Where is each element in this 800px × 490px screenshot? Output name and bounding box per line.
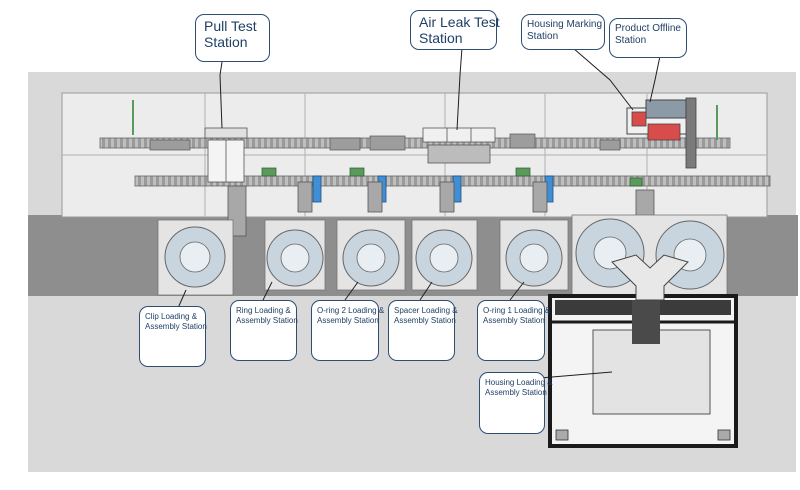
sensor-modules: [261, 167, 643, 187]
callout-line: Station: [204, 34, 248, 51]
callout-line: Station: [615, 34, 647, 46]
callout-clip-loading: Clip Loading & Assembly Station: [139, 306, 207, 367]
callout-line: Ring Loading &: [236, 306, 291, 315]
callout-line: Assembly Station: [394, 316, 456, 326]
callout-line: Housing Marking: [527, 19, 603, 30]
callout-air-leak: Air Leak Test Station: [410, 10, 500, 50]
housing-loading-frame: [548, 294, 738, 448]
callout-housing-loading: Housing Loading & Assembly Station: [479, 372, 553, 434]
callout-pull-test: Pull Test Station: [195, 14, 270, 62]
callout-line: Spacer Loading &: [394, 306, 458, 315]
callout-ring-loading: Ring Loading & Assembly Station: [230, 300, 298, 361]
top-conveyor: [99, 137, 731, 149]
rods: [132, 100, 718, 140]
callout-line: Product Offline: [615, 23, 681, 34]
pull-test-unit: [204, 127, 248, 183]
callout-line: Pull Test: [204, 18, 257, 34]
air-leak-unit: [422, 127, 496, 164]
callout-line: Air Leak Test: [419, 14, 500, 30]
leader-lines: [177, 47, 661, 379]
callout-line: Assembly Station: [483, 316, 545, 326]
callout-oring2-loading: O-ring 2 Loading & Assembly Station: [311, 300, 385, 361]
y-chute: [611, 254, 689, 301]
callout-housing-marking: Housing Marking Station: [521, 14, 605, 50]
callout-line: Assembly Station: [236, 316, 298, 326]
callout-line: Assembly Station: [317, 316, 379, 326]
marking-unit: [626, 97, 697, 169]
callout-product-offline: Product Offline Station: [609, 18, 687, 58]
callout-line: O-ring 1 Loading &: [483, 306, 551, 315]
top-mechanisms: [149, 133, 621, 151]
callout-line: O-ring 2 Loading &: [317, 306, 385, 315]
callout-line: Station: [419, 30, 463, 47]
callout-line: Station: [527, 30, 559, 42]
callout-line: Housing Loading &: [485, 378, 553, 387]
callout-line: Assembly Station: [145, 322, 207, 332]
callout-oring1-loading: O-ring 1 Loading & Assembly Station: [477, 300, 551, 361]
callout-spacer-loading: Spacer Loading & Assembly Station: [388, 300, 458, 361]
callout-line: Assembly Station: [485, 388, 547, 398]
callout-line: Clip Loading &: [145, 312, 198, 321]
